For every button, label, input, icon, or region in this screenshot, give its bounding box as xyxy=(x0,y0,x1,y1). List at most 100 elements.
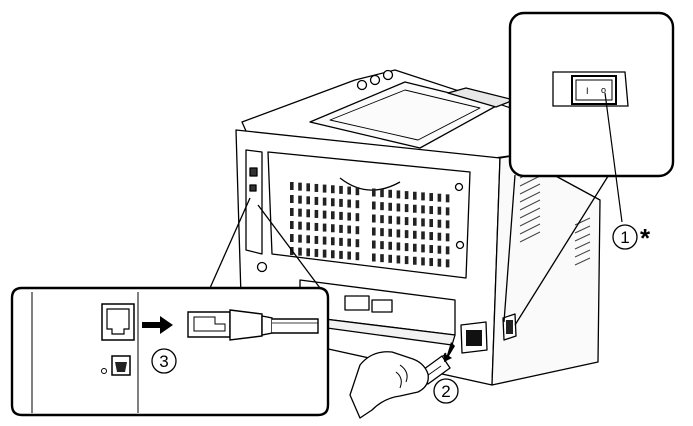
vent-slot xyxy=(306,248,310,257)
vent-slot xyxy=(298,195,302,204)
vent-slot xyxy=(298,182,302,191)
vent-slot xyxy=(339,185,343,194)
vent-slot xyxy=(347,199,351,208)
switch-on-label: I xyxy=(586,86,589,96)
vent-slot xyxy=(396,216,401,225)
vent-slot xyxy=(388,241,392,250)
vent-slot xyxy=(413,191,417,200)
indicator-dot xyxy=(101,368,107,374)
vent-slot xyxy=(339,237,343,246)
vent-slot xyxy=(298,208,302,217)
vent-slot xyxy=(331,250,335,259)
vent-slot xyxy=(355,226,360,235)
vent-slot xyxy=(388,228,392,237)
vent-slot xyxy=(347,251,351,260)
vent-slot xyxy=(372,188,376,197)
vent-slot xyxy=(429,206,433,215)
screw xyxy=(256,261,268,273)
vent-slot xyxy=(388,215,392,224)
vent-slot xyxy=(404,217,409,226)
vent-slot xyxy=(306,209,310,218)
vent-slot xyxy=(388,189,392,198)
vent-slot xyxy=(372,227,376,236)
vent-slot xyxy=(404,243,409,252)
svg-text:2: 2 xyxy=(441,382,450,401)
vent-slot xyxy=(421,218,425,227)
footnote-asterisk: * xyxy=(640,223,651,253)
vent-slot xyxy=(396,203,401,212)
vent-slot xyxy=(380,215,384,224)
vent-slot xyxy=(322,249,327,258)
side-vent-slot xyxy=(519,183,541,195)
side-vent-slot xyxy=(519,215,541,227)
vent-slot xyxy=(331,224,335,233)
vent-slot xyxy=(445,259,450,268)
vent-slot xyxy=(413,204,417,213)
network-port-small xyxy=(249,167,258,177)
vent-slot xyxy=(314,209,319,218)
vent-slot xyxy=(298,221,302,230)
usb-port-small xyxy=(249,184,257,192)
vent-slot xyxy=(290,234,294,242)
callout-3: 3 xyxy=(151,348,177,374)
vent-slot xyxy=(331,185,335,194)
feed-guide xyxy=(371,299,393,313)
vent-slot xyxy=(306,222,310,231)
vent-slot xyxy=(322,197,327,206)
callout-1: 1 * xyxy=(612,223,651,253)
vent-slot xyxy=(298,247,302,256)
vent-slot xyxy=(445,194,450,203)
vent-slot xyxy=(314,248,319,257)
side-vent-slot xyxy=(574,225,591,234)
vent-slot xyxy=(429,219,433,228)
vent-slot xyxy=(372,253,376,262)
vent-slot xyxy=(347,212,351,221)
vent-slot xyxy=(437,206,442,215)
side-vent-slot xyxy=(519,175,541,187)
panel-button xyxy=(382,69,394,81)
vent-slot xyxy=(429,245,433,254)
vent-slot xyxy=(437,193,442,202)
vent-slot xyxy=(380,254,384,263)
vent-slot xyxy=(355,187,360,196)
vent-slot xyxy=(380,202,384,211)
vent-slot xyxy=(306,196,310,205)
lan-cable xyxy=(187,309,319,341)
side-vent-slot xyxy=(519,231,541,243)
vent-slot xyxy=(322,236,327,245)
switch-off-label: o xyxy=(601,85,606,95)
vent-slot xyxy=(331,237,335,246)
vent-slot xyxy=(445,246,450,255)
vent-slot xyxy=(355,239,360,248)
vent-slot xyxy=(421,244,425,253)
vent-slot xyxy=(380,241,384,250)
vent-slot xyxy=(404,204,409,213)
side-vent-slot xyxy=(519,191,541,203)
vent-slot xyxy=(355,252,360,261)
vent-slot xyxy=(396,229,401,238)
vent-slot xyxy=(355,200,360,209)
vent-slot xyxy=(372,240,376,249)
vent-slot xyxy=(331,211,335,220)
vent-slot xyxy=(306,183,310,192)
panel-button xyxy=(369,74,381,86)
vent-slot xyxy=(290,182,294,190)
vent-slot xyxy=(298,234,302,243)
svg-text:1: 1 xyxy=(620,228,629,247)
side-vent-slot xyxy=(574,249,591,258)
vent-slot xyxy=(396,190,401,199)
callout-2: 2 xyxy=(433,378,459,404)
side-vent-slot xyxy=(574,241,591,250)
vent-slot xyxy=(339,250,343,259)
vent-slot xyxy=(372,201,376,210)
vent-slot xyxy=(314,222,319,231)
side-vent-slot xyxy=(574,233,591,242)
vent-slot xyxy=(445,220,450,229)
vent-slot xyxy=(421,205,425,214)
vent-slot xyxy=(372,214,376,223)
vent-slot xyxy=(314,235,319,244)
vent-slot xyxy=(413,217,417,226)
vent-slot xyxy=(347,225,351,234)
vent-slot xyxy=(331,198,335,207)
